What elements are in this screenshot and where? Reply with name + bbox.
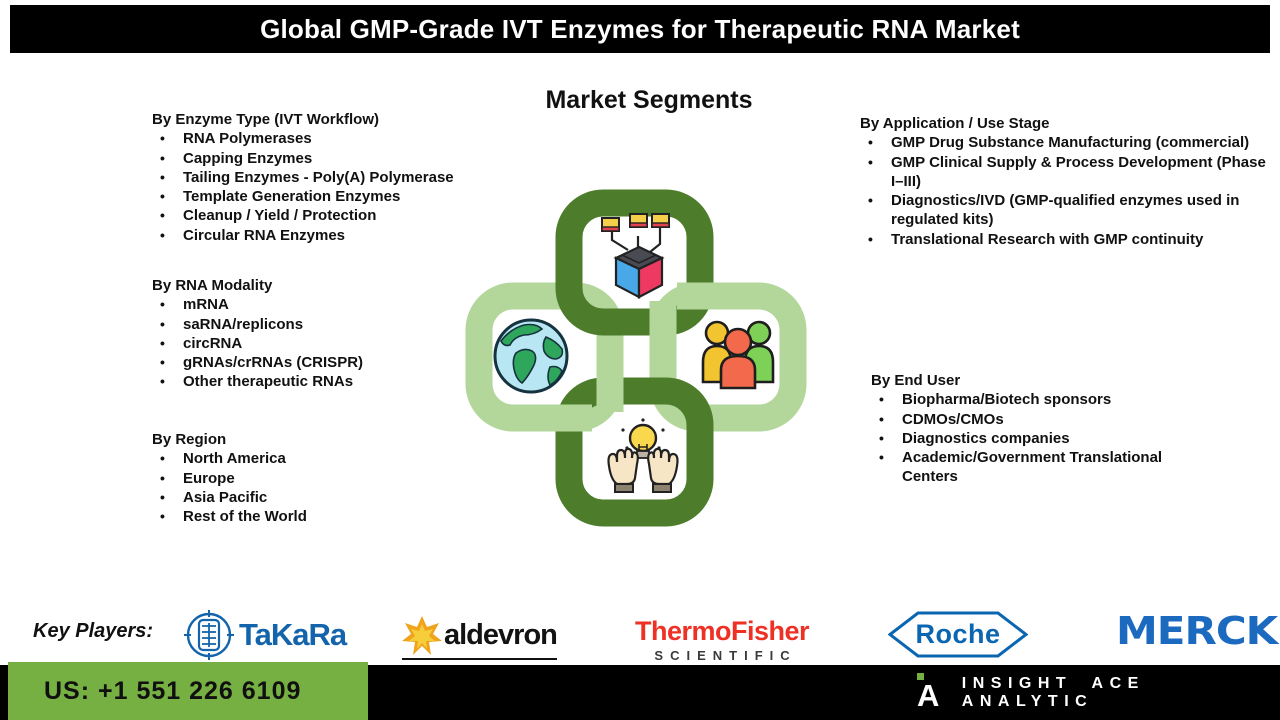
logo-a-glyph: A	[917, 677, 940, 713]
list-item: Cleanup / Yield / Protection	[152, 206, 498, 226]
list-item: Template Generation Enzymes	[152, 187, 498, 207]
segment-title: By End User	[871, 372, 961, 389]
segment-list: GMP Drug Substance Manufacturing (commer…	[860, 133, 1267, 249]
list-item: circRNA	[152, 334, 472, 354]
list-item: GMP Drug Substance Manufacturing (commer…	[860, 133, 1267, 153]
segment-title: By RNA Modality	[152, 277, 273, 294]
people-group-icon	[701, 320, 775, 390]
merck-logo: MERCK	[1116, 606, 1278, 655]
list-item: Other therapeutic RNAs	[152, 372, 472, 392]
list-item: gRNAs/crRNAs (CRISPR)	[152, 353, 472, 373]
list-item: mRNA	[152, 295, 472, 315]
product-box-icon	[601, 213, 670, 299]
segment-list: mRNA saRNA/replicons circRNA gRNAs/crRNA…	[152, 295, 472, 392]
phone-box: US: +1 551 226 6109	[8, 662, 368, 720]
globe-icon	[493, 318, 569, 394]
key-players-label: Key Players:	[33, 620, 154, 642]
segment-end-user: By End User Biopharma/Biotech sponsors C…	[871, 371, 1206, 487]
list-item: Academic/Government Translational Center…	[871, 448, 1206, 487]
list-item: Diagnostics/IVD (GMP-qualified enzymes u…	[860, 191, 1267, 230]
segment-application: By Application / Use Stage GMP Drug Subs…	[860, 114, 1267, 249]
chain-link-right	[649, 282, 807, 432]
takara-wordmark: TaKaRa	[239, 617, 347, 652]
idea-hands-icon	[607, 418, 679, 493]
market-segments-heading: Market Segments	[545, 86, 753, 114]
brand-name: INSIGHT ACE ANALYTIC	[961, 674, 1145, 710]
list-item: Tailing Enzymes - Poly(A) Polymerase	[152, 168, 498, 188]
chain-link-bottom	[555, 377, 714, 527]
thermofisher-logo: ThermoFisher SCIENTIFIC	[635, 616, 810, 663]
list-item: Asia Pacific	[152, 488, 452, 508]
phone-number: US: +1 551 226 6109	[44, 676, 302, 705]
segment-title: By Region	[152, 431, 227, 448]
roche-logo: Roche	[888, 611, 1028, 658]
aldevron-logo: aldevron	[402, 615, 558, 660]
list-item: saRNA/replicons	[152, 315, 472, 335]
chain-link-left	[465, 282, 624, 432]
segment-list: Biopharma/Biotech sponsors CDMOs/CMOs Di…	[871, 390, 1206, 486]
list-item: Biopharma/Biotech sponsors	[871, 390, 1206, 410]
segment-rna-modality: By RNA Modality mRNA saRNA/replicons cir…	[152, 276, 472, 392]
list-item: Circular RNA Enzymes	[152, 226, 498, 246]
list-item: Europe	[152, 469, 452, 489]
segment-title: By Enzyme Type (IVT Workflow)	[152, 111, 379, 128]
segment-list: North America Europe Asia Pacific Rest o…	[152, 449, 452, 526]
list-item: Rest of the World	[152, 507, 452, 527]
chain-links-svg	[465, 189, 807, 527]
takara-seal-icon	[184, 610, 234, 660]
takara-logo: TaKaRa	[184, 610, 347, 660]
roche-wordmark: Roche	[915, 619, 1001, 649]
title-banner: Global GMP-Grade IVT Enzymes for Therape…	[10, 5, 1270, 53]
logo-green-square	[917, 672, 924, 680]
thermofisher-wordmark: ThermoFisher	[635, 616, 810, 646]
list-item: CDMOs/CMOs	[871, 410, 1206, 430]
chain-links-graphic	[465, 188, 813, 536]
brand-block: A INSIGHT ACE ANALYTIC	[915, 665, 1280, 720]
list-item: Diagnostics companies	[871, 429, 1206, 449]
roche-hexagon-icon	[888, 611, 1028, 658]
aldevron-star-icon	[402, 615, 442, 655]
segment-enzyme-type: By Enzyme Type (IVT Workflow) RNA Polyme…	[152, 110, 498, 245]
list-item: North America	[152, 449, 452, 469]
list-item: RNA Polymerases	[152, 129, 498, 149]
chain-link-top	[555, 189, 714, 336]
list-item: Translational Research with GMP continui…	[860, 230, 1267, 250]
insight-ace-logo-icon: A	[915, 672, 940, 713]
segment-list: RNA Polymerases Capping Enzymes Tailing …	[152, 129, 498, 245]
merck-wordmark: MERCK	[1116, 607, 1278, 654]
page-title: Global GMP-Grade IVT Enzymes for Therape…	[260, 13, 1020, 44]
list-item: Capping Enzymes	[152, 149, 498, 169]
segment-region: By Region North America Europe Asia Paci…	[152, 430, 452, 527]
thermofisher-scientific-text: SCIENTIFIC	[654, 648, 797, 663]
segment-title: By Application / Use Stage	[860, 115, 1050, 132]
list-item: GMP Clinical Supply & Process Developmen…	[860, 153, 1267, 192]
aldevron-wordmark: aldevron	[444, 619, 558, 651]
